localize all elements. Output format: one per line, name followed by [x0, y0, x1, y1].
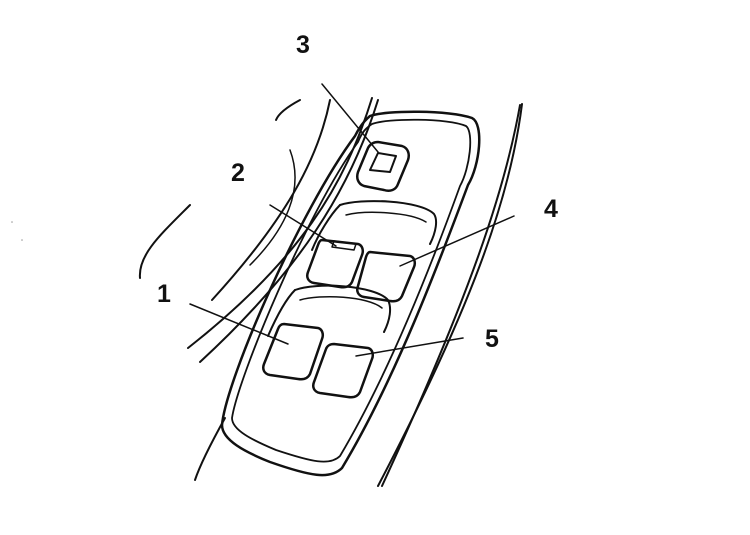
callout-2: 2	[231, 159, 245, 187]
callout-1: 1	[157, 280, 171, 308]
door-trim-lines	[138, 97, 523, 487]
leader-line-5	[355, 337, 464, 357]
upper-switch-recess	[311, 200, 438, 251]
callout-5: 5	[485, 325, 499, 353]
switch-panel	[220, 110, 481, 477]
leader-line-4	[399, 215, 515, 267]
rear-right-window-switch	[356, 250, 417, 303]
leader-line-2	[269, 204, 337, 247]
scan-specks	[11, 221, 23, 241]
leader-line-1	[189, 303, 289, 345]
leader-lines	[189, 83, 515, 357]
window-lock-switch	[356, 140, 410, 192]
rear-left-window-switch	[312, 342, 375, 399]
front-passenger-window-switch	[306, 238, 365, 289]
lower-switch-recess	[267, 284, 392, 337]
driver-window-switch	[262, 322, 325, 381]
leader-line-3	[321, 83, 379, 153]
callout-3: 3	[296, 31, 310, 59]
callout-4: 4	[544, 195, 558, 223]
